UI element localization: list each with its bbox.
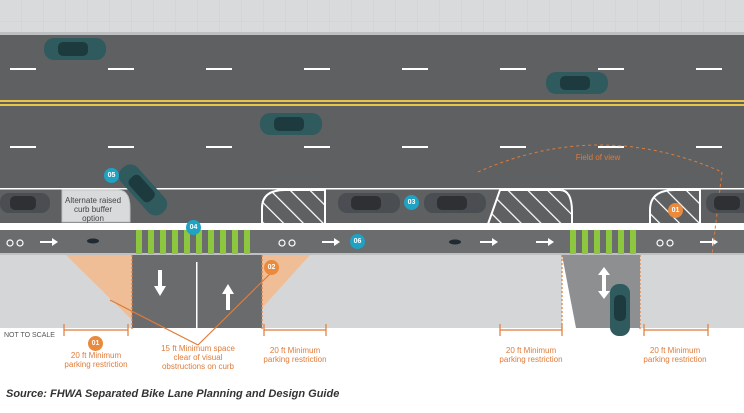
source-caption: Source: FHWA Separated Bike Lane Plannin… [6, 388, 340, 400]
parking-edge-line [0, 188, 744, 190]
sight-triangle-left [66, 255, 132, 320]
bike-symbols [6, 239, 674, 247]
top-sidewalk [0, 0, 744, 34]
top-curb [0, 32, 744, 35]
side-street-arrow-down [154, 270, 166, 296]
parking-restriction-label-2: 20 ft Minimum parking restriction [263, 346, 327, 364]
not-to-scale-label: NOT TO SCALE [4, 332, 55, 339]
marker-01-bottom: 01 [88, 336, 103, 351]
clear-space-label: 15 ft Minimum space clear of visual obst… [161, 344, 235, 371]
parking-restriction-label-3: 20 ft Minimum parking restriction [499, 346, 563, 364]
marker-06: 06 [350, 234, 365, 249]
marker-05: 05 [104, 168, 119, 183]
field-of-view-arc [477, 144, 723, 173]
dimension-lines [63, 255, 709, 346]
cars-roadway [44, 38, 630, 336]
bike-lane-curb [0, 253, 744, 255]
parking-restriction-label-1: 20 ft Minimum parking restriction [64, 351, 128, 369]
center-line-1 [0, 100, 744, 102]
parking-restriction-label-4: 20 ft Minimum parking restriction [643, 346, 707, 364]
marker-04: 04 [186, 220, 201, 235]
cyclists [87, 238, 461, 245]
side-street-center [196, 262, 198, 328]
parked-cars [0, 193, 744, 213]
marker-02: 02 [264, 260, 279, 275]
curb-extension-left [261, 189, 326, 225]
center-line-2 [0, 104, 744, 106]
crossing-markings-right [570, 230, 636, 254]
field-of-view-label: Field of view [575, 153, 621, 162]
buffer-edge [0, 223, 744, 225]
lane-dashes-lower [10, 146, 722, 148]
lower-sidewalk-right [640, 255, 744, 328]
flex-posts [18, 226, 734, 230]
side-street-arrow-up [222, 284, 234, 310]
marker-03: 03 [404, 195, 419, 210]
alternate-buffer-label: Alternate raised curb buffer option [64, 196, 122, 223]
curb-extension-mid [486, 189, 573, 225]
raised-curb-buffer [61, 189, 131, 223]
crossing-markings-left [136, 230, 250, 254]
lower-sidewalk-mid [262, 255, 562, 328]
driveway-arrow [598, 267, 610, 299]
lane-dashes-upper [10, 68, 722, 70]
marker-01-right: 01 [668, 203, 683, 218]
